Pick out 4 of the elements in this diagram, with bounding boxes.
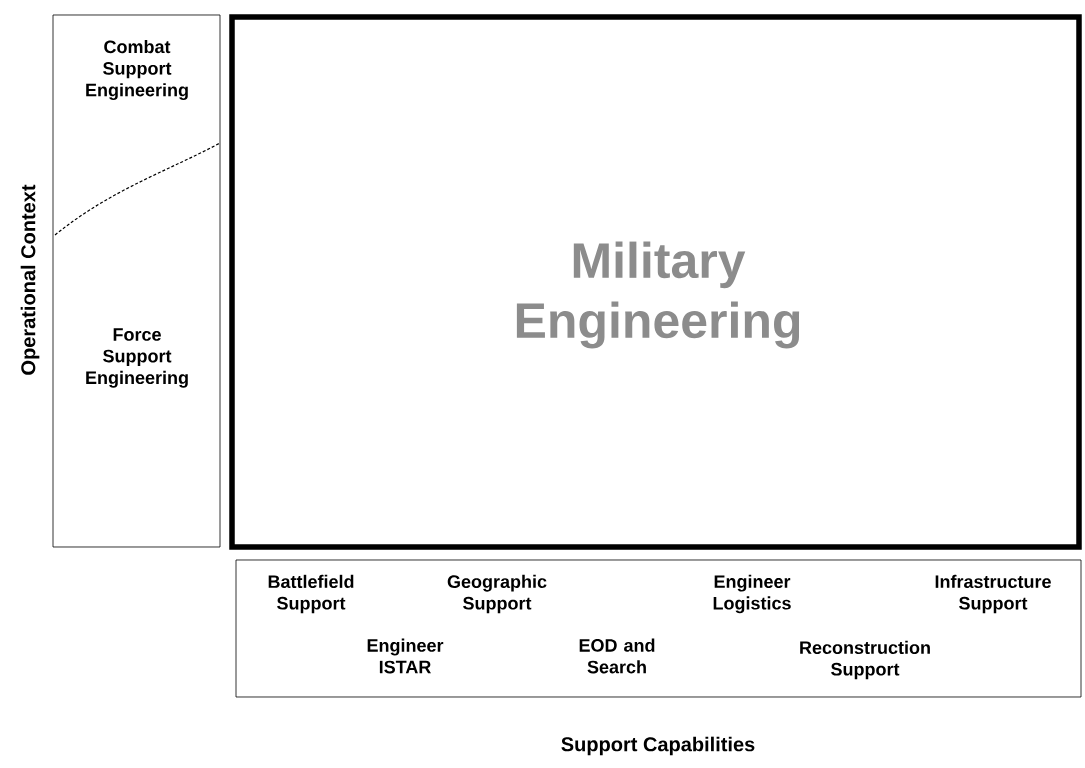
box: Combat Support Engineering Force Support Engineering — [52, 14, 221, 548]
box: Military Engineering — [229, 14, 1082, 550]
axis-label: Support Capabilities — [561, 736, 755, 756]
box: Battlefield Support Engineer ISTAR Geographic Support EOD and Search Engineer Logistics Reconstruction Support Infrastructure Support — [235, 559, 1082, 698]
